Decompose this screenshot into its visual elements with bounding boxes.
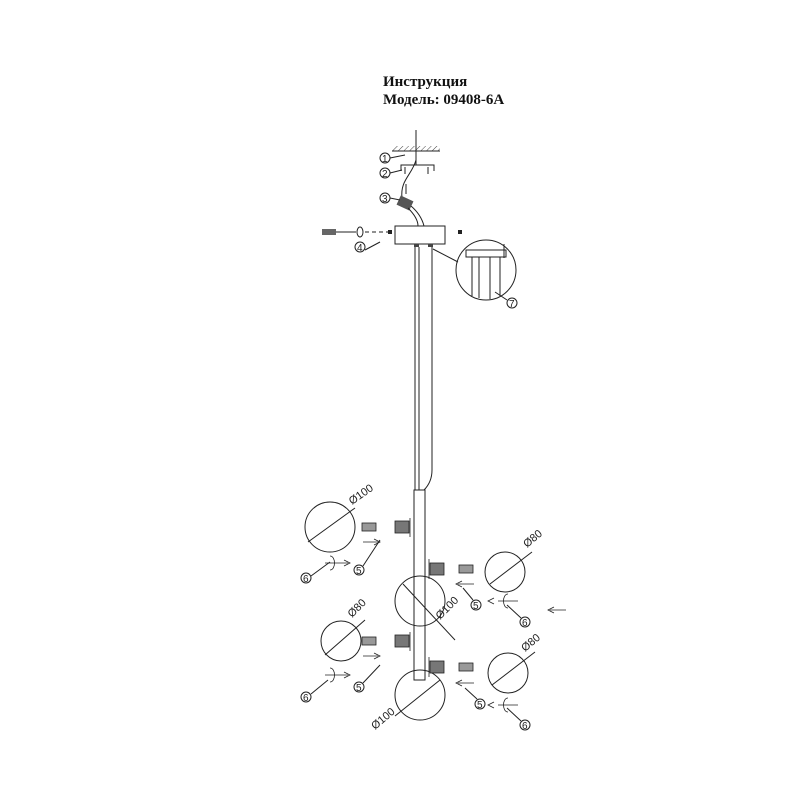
- screwdriver-icon: [322, 226, 462, 238]
- callout-3: 3: [382, 194, 388, 205]
- supply-cable: [401, 159, 417, 199]
- svg-text:Ø100: Ø100: [369, 706, 397, 732]
- callout-2: 2: [382, 169, 388, 180]
- callout-6d: 6: [522, 721, 528, 732]
- detail-magnifier: [432, 239, 517, 301]
- svg-text:Ø80: Ø80: [519, 632, 543, 655]
- callout-5b: 5: [473, 601, 479, 612]
- callout-4: 4: [357, 243, 363, 254]
- globe-center: Ø100: [394, 575, 462, 641]
- svg-text:Ø80: Ø80: [521, 528, 545, 551]
- direction-arrows: [325, 538, 566, 713]
- callout-5c: 5: [356, 683, 362, 694]
- svg-text:Ø100: Ø100: [347, 482, 376, 507]
- svg-text:Ø80: Ø80: [346, 597, 369, 620]
- callout-6c: 6: [303, 693, 309, 704]
- terminal-block: [396, 184, 425, 227]
- globe-top-right: Ø80: [484, 528, 545, 593]
- globe-bottom: Ø100: [369, 669, 446, 732]
- instruction-title: Инструкция: [383, 74, 468, 90]
- globe-bottom-right: Ø80: [487, 632, 543, 694]
- globe-mid-left: Ø80: [320, 597, 369, 662]
- sockets-and-bulbs: [361, 518, 474, 677]
- callout-5d: 5: [477, 700, 483, 711]
- callout-7: 7: [509, 299, 515, 310]
- suspension-rod: [413, 247, 433, 681]
- callout-6b: 6: [522, 618, 528, 629]
- globe-top-left: Ø100: [304, 482, 376, 553]
- model-number: Модель: 09408-6A: [383, 92, 505, 108]
- mounting-bracket: [400, 164, 435, 174]
- callout-6a: 6: [303, 574, 309, 585]
- callout-5a: 5: [356, 566, 362, 577]
- canopy: [394, 225, 446, 245]
- callout-1: 1: [382, 154, 388, 165]
- svg-text:Ø100: Ø100: [434, 595, 462, 623]
